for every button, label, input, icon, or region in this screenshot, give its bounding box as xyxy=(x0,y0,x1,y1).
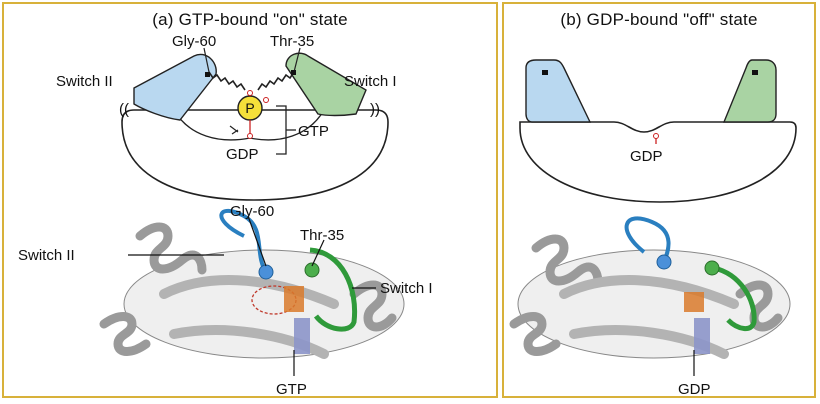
gdp-label-structure: GDP xyxy=(678,381,711,398)
switch-i-label-structure: Switch I xyxy=(380,280,433,297)
switch-ii-lobe-a xyxy=(133,53,217,121)
ras-structure-b xyxy=(509,216,791,376)
gly60-label-a: Gly-60 xyxy=(172,33,216,50)
switch-i-lobe-b xyxy=(722,59,777,123)
switch-ii-loop-b xyxy=(624,216,671,263)
gtp-label-structure: GTP xyxy=(276,381,307,398)
switch-i-label-a: Switch I xyxy=(344,73,397,90)
svg-text:)): )) xyxy=(370,101,380,118)
svg-text:((: (( xyxy=(119,101,129,118)
thr35-label-a: Thr-35 xyxy=(270,33,314,50)
schematic-a-body xyxy=(121,109,389,201)
phosphate-label: P xyxy=(245,100,254,116)
gdp-label-schematic-b: GDP xyxy=(630,148,663,165)
switch-ii-lobe-b xyxy=(525,59,592,123)
panel-a-figure: (( )) P Gly-60 Thr-35 Switch II Switch I… xyxy=(18,33,433,398)
switch-i-loop-a xyxy=(309,247,358,332)
switch-i-lobe-a xyxy=(285,52,367,117)
gly60-label-structure: Gly-60 xyxy=(230,203,274,220)
ras-structure-a xyxy=(99,208,405,376)
switch-ii-label-structure: Switch II xyxy=(18,247,75,264)
gtp-label-schematic: GTP xyxy=(298,123,329,140)
switch-ii-loop-a xyxy=(219,208,268,274)
panel-b-figure: GDP GDP xyxy=(509,59,797,398)
panel-gtp-bound: (a) GTP-bound "on" state (( )) P G xyxy=(2,2,498,398)
schematic-b-body xyxy=(519,121,797,203)
switch-i-loop-b xyxy=(713,265,757,331)
panel-a-title: (a) GTP-bound "on" state xyxy=(152,10,348,29)
panel-gdp-bound: (b) GDP-bound "off" state GDP xyxy=(502,2,816,398)
panel-b-title: (b) GDP-bound "off" state xyxy=(560,10,758,29)
switch-ii-label-a: Switch II xyxy=(56,73,113,90)
thr35-label-structure: Thr-35 xyxy=(300,227,344,244)
gdp-label-schematic: GDP xyxy=(226,146,259,163)
